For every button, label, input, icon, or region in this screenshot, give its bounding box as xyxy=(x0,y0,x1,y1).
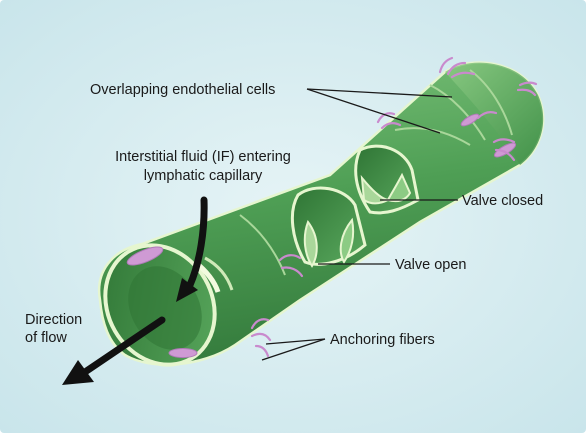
lymphatic-capillary xyxy=(97,61,545,367)
endothelial-cell-border xyxy=(429,84,486,141)
leader-line-anchoring-fibers xyxy=(261,338,326,361)
leader-line-anchoring-fibers xyxy=(265,338,326,345)
leader-line-overlapping-cells xyxy=(306,88,441,134)
label-direction-line1: Direction xyxy=(25,312,82,328)
label-direction-line2: of flow xyxy=(25,330,67,346)
anchoring-fiber xyxy=(516,88,537,97)
anchoring-fiber xyxy=(494,148,516,162)
label-interstitial-fluid-line2: lymphatic capillary xyxy=(144,168,263,184)
endothelial-gap xyxy=(204,256,234,291)
leader-lines xyxy=(261,88,458,361)
direction-of-flow-arrowhead xyxy=(62,360,94,385)
endothelial-nucleus xyxy=(168,348,198,358)
if-entering-arrow xyxy=(186,196,208,289)
valve-open-flap xyxy=(303,219,318,268)
anchoring-fiber xyxy=(254,344,270,358)
anchoring-fiber xyxy=(476,110,498,120)
endothelial-nucleus xyxy=(126,246,164,266)
endothelial-cell-border xyxy=(469,69,513,136)
anchoring-fiber xyxy=(438,56,454,74)
anchoring-fiber xyxy=(250,318,270,330)
anchoring-fiber xyxy=(278,254,302,262)
label-valve-closed: Valve closed xyxy=(462,193,543,209)
anchoring-fiber xyxy=(518,81,538,87)
anchoring-fiber xyxy=(450,71,476,79)
anchoring-fiber xyxy=(380,121,402,130)
leader-line-overlapping-cells xyxy=(306,88,453,98)
anchoring-fiber xyxy=(250,332,272,342)
endothelial-nucleus xyxy=(460,113,480,127)
anchoring-fiber xyxy=(446,61,467,76)
anchoring-fiber xyxy=(280,266,304,278)
direction-of-flow-arrow xyxy=(81,316,166,376)
label-anchoring-fibers: Anchoring fibers xyxy=(330,332,435,348)
blind-end-cap xyxy=(445,62,544,165)
flow-arrows xyxy=(62,196,208,385)
label-interstitial-fluid-line1: Interstitial fluid (IF) entering xyxy=(115,149,291,165)
label-valve-open: Valve open xyxy=(395,257,466,273)
if-entering-arrowhead xyxy=(176,278,198,302)
label-overlapping-cells: Overlapping endothelial cells xyxy=(90,82,275,98)
anchoring-fiber xyxy=(492,138,516,144)
valve-open-flap xyxy=(339,217,355,264)
